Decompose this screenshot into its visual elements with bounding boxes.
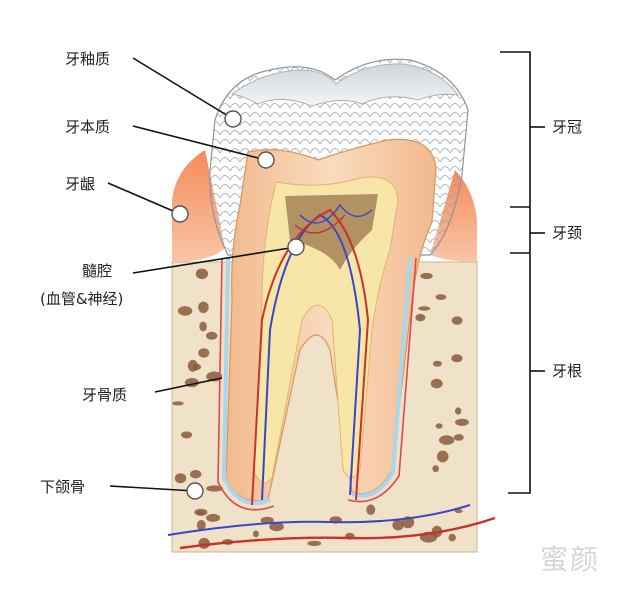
marker-jawbone xyxy=(186,482,204,500)
bone-pore xyxy=(174,473,187,484)
bone-pore xyxy=(392,519,404,531)
bone-pore xyxy=(206,513,221,522)
bone-pore xyxy=(451,316,463,325)
bone-pore xyxy=(420,272,433,280)
bone-pore xyxy=(260,516,274,524)
marker-gum xyxy=(171,205,189,223)
root-outline xyxy=(217,257,417,511)
bone-pore xyxy=(448,533,456,542)
bone-pore xyxy=(172,401,184,406)
bone-pore xyxy=(206,331,218,340)
label-dentin: 牙本质 xyxy=(65,118,111,136)
leader-lines xyxy=(107,51,545,494)
bone-pore xyxy=(307,540,322,547)
bone-pore xyxy=(197,510,204,516)
bone-pore xyxy=(187,359,198,372)
callout-markers xyxy=(171,110,305,500)
bone-pore xyxy=(199,321,207,332)
bone-pore xyxy=(252,530,259,538)
bone-pore xyxy=(415,313,426,322)
bone-pore xyxy=(432,465,440,473)
label-jawbone: 下颌骨 xyxy=(40,478,86,496)
label-pulp: 髓腔 xyxy=(82,262,113,280)
bone-pore xyxy=(453,434,464,441)
bone-pore xyxy=(455,418,469,426)
bone-pore xyxy=(190,470,202,479)
bone-pore xyxy=(454,509,463,514)
bone-pore xyxy=(439,435,455,445)
label-neck: 牙颈 xyxy=(552,224,583,242)
label-crown: 牙冠 xyxy=(552,118,583,136)
marker-enamel xyxy=(224,110,242,128)
bone-pore xyxy=(206,485,223,492)
bone-pore xyxy=(269,522,284,532)
bone-pore xyxy=(430,378,443,389)
bone-pore xyxy=(198,348,210,358)
bone-pore xyxy=(436,450,449,463)
label-enamel: 牙釉质 xyxy=(65,50,111,68)
marker-pulp xyxy=(287,238,305,256)
bone-pore xyxy=(366,504,376,515)
bone-pore xyxy=(435,294,447,300)
bone-pore xyxy=(451,354,463,363)
blood-vessels xyxy=(167,203,496,550)
bone-pore xyxy=(435,423,443,429)
bone-pore xyxy=(177,306,193,316)
marker-dentin xyxy=(257,151,275,169)
label-gum: 牙龈 xyxy=(65,175,96,193)
label-root: 牙根 xyxy=(552,362,583,380)
label-cementum: 牙骨质 xyxy=(82,386,128,404)
bone-pore xyxy=(198,301,209,313)
bone-pore xyxy=(181,431,193,439)
bone-pore xyxy=(195,268,209,280)
bone-pore xyxy=(418,306,431,311)
bone-pore xyxy=(196,520,206,531)
label-pulp-detail: (血管&神经) xyxy=(40,290,124,308)
watermark: 蜜颜 xyxy=(540,543,601,576)
gum-left xyxy=(172,150,225,262)
bone-pore xyxy=(455,407,462,415)
bone-pore xyxy=(432,360,442,367)
